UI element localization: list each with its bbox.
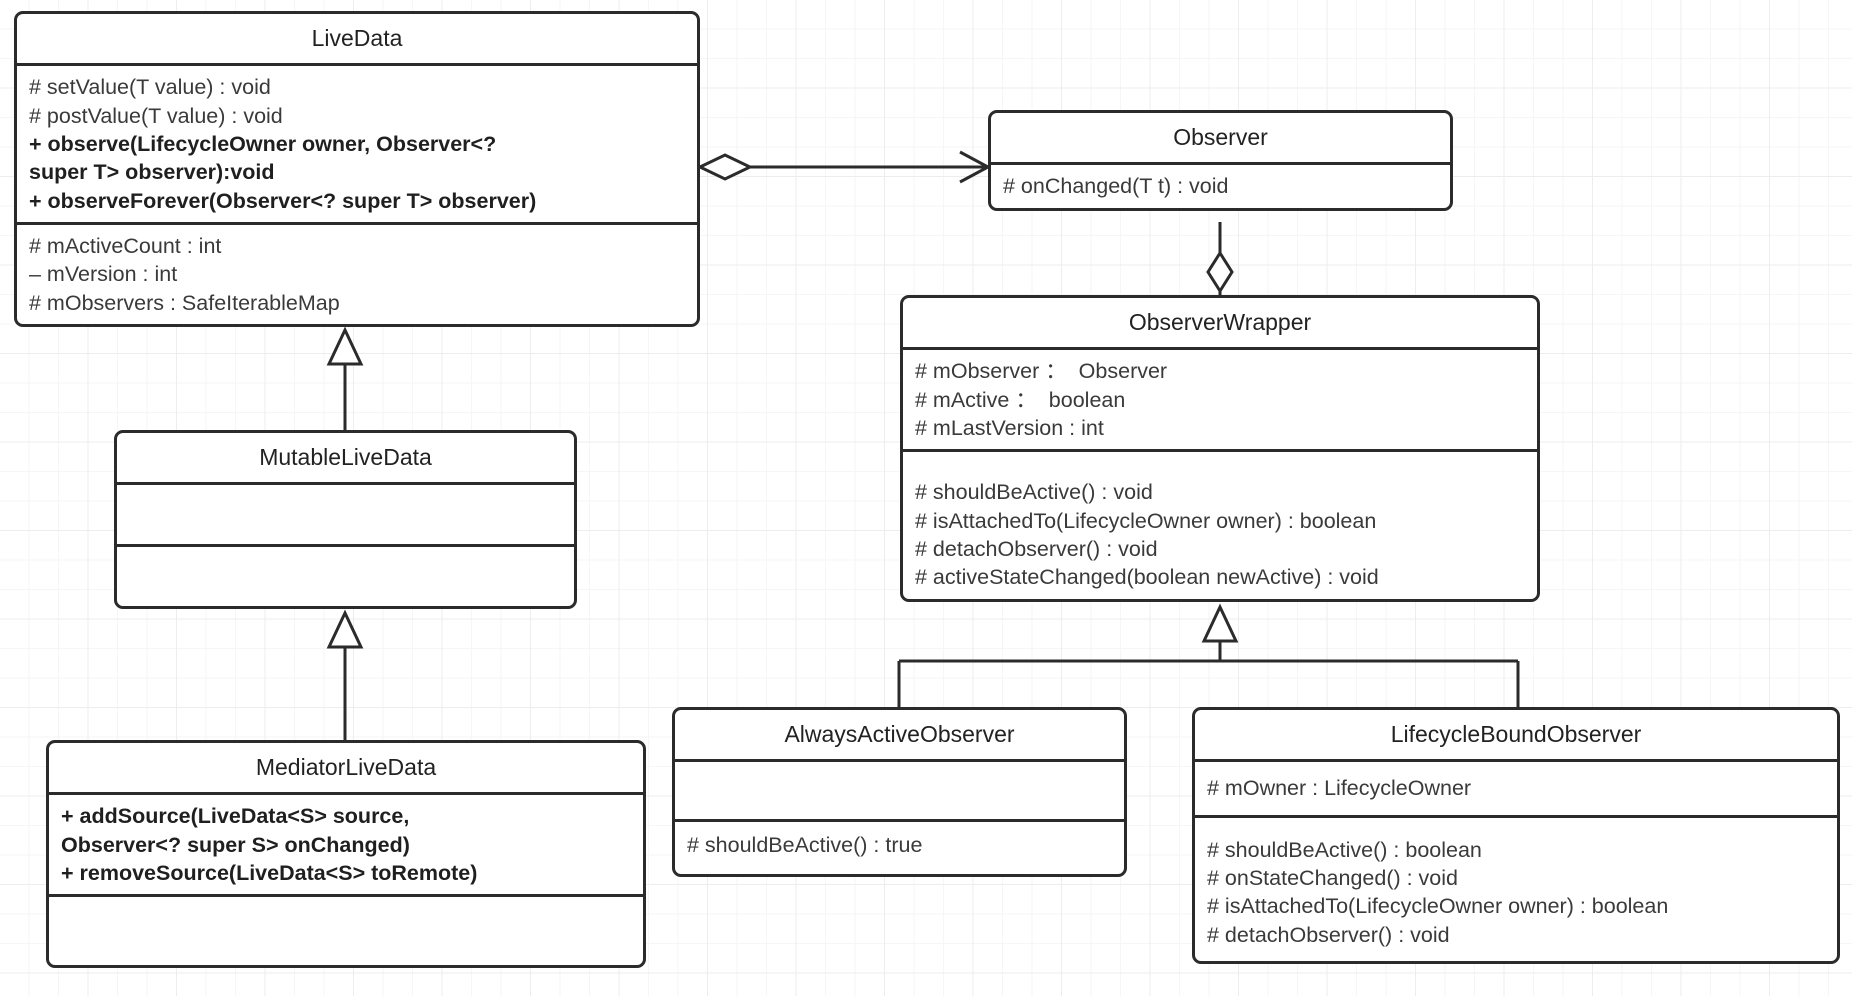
member-line: # mLastVersion : int xyxy=(915,415,1104,440)
member-line: # onStateChanged() : void xyxy=(1207,865,1458,890)
class-methods-observer: # onChanged(T t) : void xyxy=(991,162,1450,207)
class-fields-alwaysactiveobserver xyxy=(675,759,1124,819)
member-line: # isAttachedTo(LifecycleOwner owner) : b… xyxy=(915,508,1377,533)
member-line: + removeSource(LiveData<S> toRemote) xyxy=(61,860,478,885)
member-line: + observeForever(Observer<? super T> obs… xyxy=(29,188,537,213)
class-title-lifecycleboundobserver: LifecycleBoundObserver xyxy=(1390,721,1642,747)
class-box-mutablelivedata[interactable]: MutableLiveData xyxy=(114,430,577,610)
member-line: # mActive ： boolean xyxy=(915,387,1126,412)
class-title-observerwrapper: ObserverWrapper xyxy=(1128,309,1312,335)
class-title-mediatorlivedata: MediatorLiveData xyxy=(255,754,437,780)
class-fields-observerwrapper: # mObserver ： Observer # mActive ： boole… xyxy=(903,347,1537,449)
class-title-mutablelivedata: MutableLiveData xyxy=(259,444,432,470)
class-box-observerwrapper[interactable]: ObserverWrapper # mObserver ： Observer #… xyxy=(900,295,1540,602)
member-line: # shouldBeActive() : boolean xyxy=(1207,837,1482,862)
class-fields-mutablelivedata xyxy=(117,482,574,544)
member-line: # detachObserver() : void xyxy=(915,537,1158,561)
member-line: # mOwner : LifecycleOwner xyxy=(1207,776,1472,801)
class-methods-alwaysactiveobserver: # shouldBeActive() : true xyxy=(675,819,1124,873)
class-methods-livedata: # setValue(T value) : void # postValue(T… xyxy=(17,63,697,222)
class-title-observer: Observer xyxy=(1173,124,1268,150)
class-box-mediatorlivedata[interactable]: MediatorLiveData + addSource(LiveData<S>… xyxy=(46,740,646,969)
class-box-lifecycleboundobserver[interactable]: LifecycleBoundObserver # mOwner : Lifecy… xyxy=(1192,707,1840,964)
member-line: # mActiveCount : int xyxy=(29,234,222,258)
member-line: # isAttachedTo(LifecycleOwner owner) : b… xyxy=(1207,894,1669,919)
member-line: + addSource(LiveData<S> source, Observer… xyxy=(61,804,410,857)
member-line: # activeStateChanged(boolean newActive) … xyxy=(915,565,1379,590)
class-methods-mutablelivedata xyxy=(117,544,574,606)
connector-observerwrapper-subclasses xyxy=(897,603,1520,707)
connector-livedata-observer xyxy=(696,150,992,184)
class-methods-mediatorlivedata: + addSource(LiveData<S> source, Observer… xyxy=(49,792,643,894)
class-fields-mediatorlivedata xyxy=(49,894,643,965)
member-line: # shouldBeActive() : void xyxy=(915,480,1153,505)
class-methods-observerwrapper: # shouldBeActive() : void # isAttachedTo… xyxy=(903,449,1537,599)
class-title-livedata: LiveData xyxy=(311,25,403,51)
member-line: + observe(LifecycleOwner owner, Observer… xyxy=(29,131,497,185)
member-line: # onChanged(T t) : void xyxy=(1003,174,1229,199)
class-fields-livedata: # mActiveCount : int – mVersion : int # … xyxy=(17,222,697,324)
class-box-livedata[interactable]: LiveData # setValue(T value) : void # po… xyxy=(14,11,700,328)
member-line: # postValue(T value) : void xyxy=(29,103,283,128)
connector-mediatorlivedata-mutablelivedata xyxy=(326,609,364,740)
class-box-alwaysactiveobserver[interactable]: AlwaysActiveObserver # shouldBeActive() … xyxy=(672,707,1127,877)
class-methods-lifecycleboundobserver: # shouldBeActive() : boolean # onStateCh… xyxy=(1195,814,1837,962)
member-line: # shouldBeActive() : true xyxy=(687,833,923,858)
member-line: # setValue(T value) : void xyxy=(29,75,271,100)
member-line: # mObserver ： Observer xyxy=(915,359,1168,384)
member-line: # mObservers : SafeIterableMap xyxy=(29,290,340,315)
member-line: – mVersion : int xyxy=(29,262,178,287)
class-fields-lifecycleboundobserver: # mOwner : LifecycleOwner xyxy=(1195,759,1837,814)
member-line: # detachObserver() : void xyxy=(1207,922,1450,947)
class-box-observer[interactable]: Observer # onChanged(T t) : void xyxy=(988,110,1453,211)
class-title-alwaysactiveobserver: AlwaysActiveObserver xyxy=(784,721,1015,747)
connector-mutablelivedata-livedata xyxy=(326,326,364,430)
